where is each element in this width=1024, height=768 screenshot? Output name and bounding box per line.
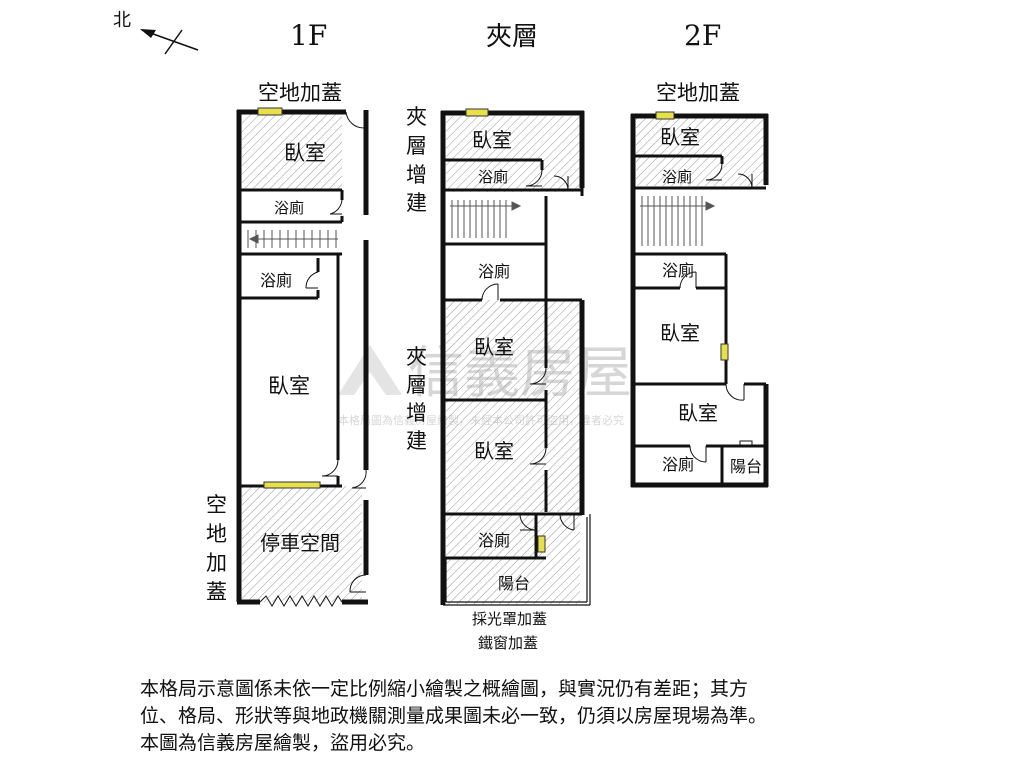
- garage-door: [259, 595, 343, 607]
- floor-mezzanine: 夾 層 增 建 夾 層 增 建 臥室 浴廁 浴廁 臥室 臥室 浴廁 陽台 採光罩…: [406, 105, 591, 652]
- mezz-side-label-bottom-1: 夾: [406, 345, 427, 369]
- mezz-bedroom-1: 臥室: [472, 128, 512, 152]
- floor-1f: 空地加蓋 臥室 浴廁 浴廁 臥室 停車空間 空 地 加 蓋: [206, 81, 369, 607]
- f1-parking: 停車空間: [260, 531, 340, 555]
- floor-title-mezzanine: 夾層: [486, 22, 538, 52]
- mezz-side-label-bottom-2: 層: [406, 373, 427, 397]
- f1-side-addition-1: 空: [206, 493, 227, 517]
- f2-bath-2: 浴廁: [662, 261, 694, 280]
- mezz-bath-1: 浴廁: [478, 168, 508, 186]
- stairs-1f: [247, 230, 338, 248]
- disclaimer-line-1: 本格局示意圖係未依一定比例縮小繪製之概繪圖，與實況仍有差距；其方: [140, 678, 749, 700]
- mezz-side-label-top-3: 增: [406, 163, 427, 187]
- f2-top-addition: 空地加蓋: [656, 81, 740, 105]
- disclaimer: 本格局示意圖係未依一定比例縮小繪製之概繪圖，與實況仍有差距；其方 位、格局、形狀…: [140, 676, 1000, 757]
- stairs-2f: [640, 196, 716, 246]
- disclaimer-line-3: 本圖為信義房屋繪製，盜用必究。: [140, 732, 426, 754]
- floor-2f: 空地加蓋 臥室 浴廁 浴廁 臥室 臥室 浴廁 陽台: [630, 81, 769, 488]
- window-1f-parking: [263, 481, 321, 489]
- window-mezz-top: [465, 108, 489, 117]
- window-mezz-bath: [537, 535, 546, 553]
- f1-side-addition-3: 加: [206, 551, 227, 575]
- f2-balcony: 陽台: [730, 457, 762, 476]
- north-arrow-icon: [140, 29, 156, 38]
- f1-bedroom-top: 臥室: [284, 141, 326, 165]
- mezz-side-label-top-4: 建: [406, 191, 427, 215]
- f1-top-addition: 空地加蓋: [258, 81, 342, 105]
- window-1f-top: [257, 107, 283, 116]
- mezz-skylight-note: 採光罩加蓋: [472, 610, 547, 628]
- north-label: 北: [113, 10, 131, 31]
- mezz-side-label-top-2: 層: [406, 134, 427, 158]
- mezz-window-note: 鐵窗加蓋: [478, 634, 538, 652]
- floor-title-1f: 1F: [290, 19, 327, 52]
- f2-bedroom-1: 臥室: [660, 125, 700, 149]
- mezz-bath-2: 浴廁: [478, 262, 510, 281]
- f1-side-addition-2: 地: [206, 522, 227, 546]
- mezz-side-label-bottom-3: 增: [406, 401, 427, 425]
- mezz-side-label-bottom-4: 建: [406, 429, 427, 453]
- disclaimer-line-2: 位、格局、形狀等與地政機關測量成果圖未必一致，仍須以房屋現場為準。: [140, 705, 768, 727]
- floor-title-2f: 2F: [684, 19, 721, 52]
- watermark-logo-icon: [338, 345, 402, 395]
- mezz-bedroom-3: 臥室: [474, 439, 514, 463]
- f2-bath-1: 浴廁: [662, 168, 692, 186]
- window-2f-top: [655, 111, 675, 120]
- f1-bath-1: 浴廁: [274, 199, 304, 217]
- mezz-bedroom-2: 臥室: [474, 335, 514, 359]
- stairs-mezzanine: [450, 200, 522, 238]
- f2-bedroom-3: 臥室: [678, 401, 718, 425]
- f1-side-addition-4: 蓋: [206, 580, 227, 604]
- window-2f-bedroom: [720, 343, 729, 361]
- north-arrow: 北: [113, 10, 199, 55]
- mezz-bath-3: 浴廁: [478, 531, 510, 550]
- f2-bath-3: 浴廁: [662, 455, 694, 474]
- mezz-balcony: 陽台: [498, 574, 530, 593]
- mezz-side-label-top-1: 夾: [406, 105, 427, 129]
- f2-bedroom-2: 臥室: [660, 321, 700, 345]
- f1-bedroom-middle: 臥室: [268, 374, 310, 398]
- f1-bath-2: 浴廁: [260, 271, 292, 290]
